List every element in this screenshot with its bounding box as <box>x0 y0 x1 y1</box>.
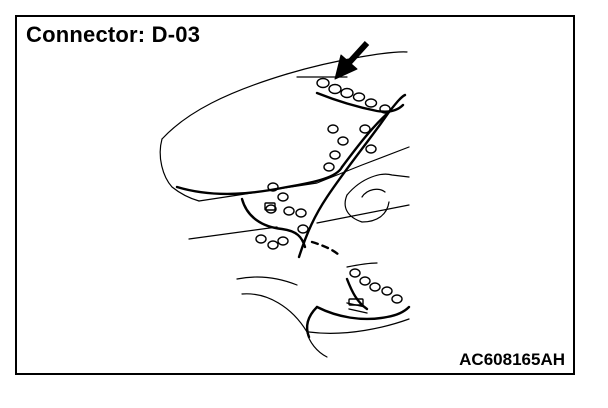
diagram-frame: Connector: D-03 AC608165AH <box>15 15 575 375</box>
connector-cluster-middle <box>255 182 309 250</box>
figure-code: AC608165AH <box>459 350 565 369</box>
connector-title: Connector: D-03 <box>26 22 201 47</box>
arrow-icon <box>334 40 370 80</box>
wiring-harness-illustration <box>159 40 411 358</box>
connector-cluster-top <box>316 77 391 172</box>
wiring-harness <box>175 91 411 339</box>
vehicle-body-outline <box>159 51 410 358</box>
connector-cluster-lower <box>346 268 403 314</box>
